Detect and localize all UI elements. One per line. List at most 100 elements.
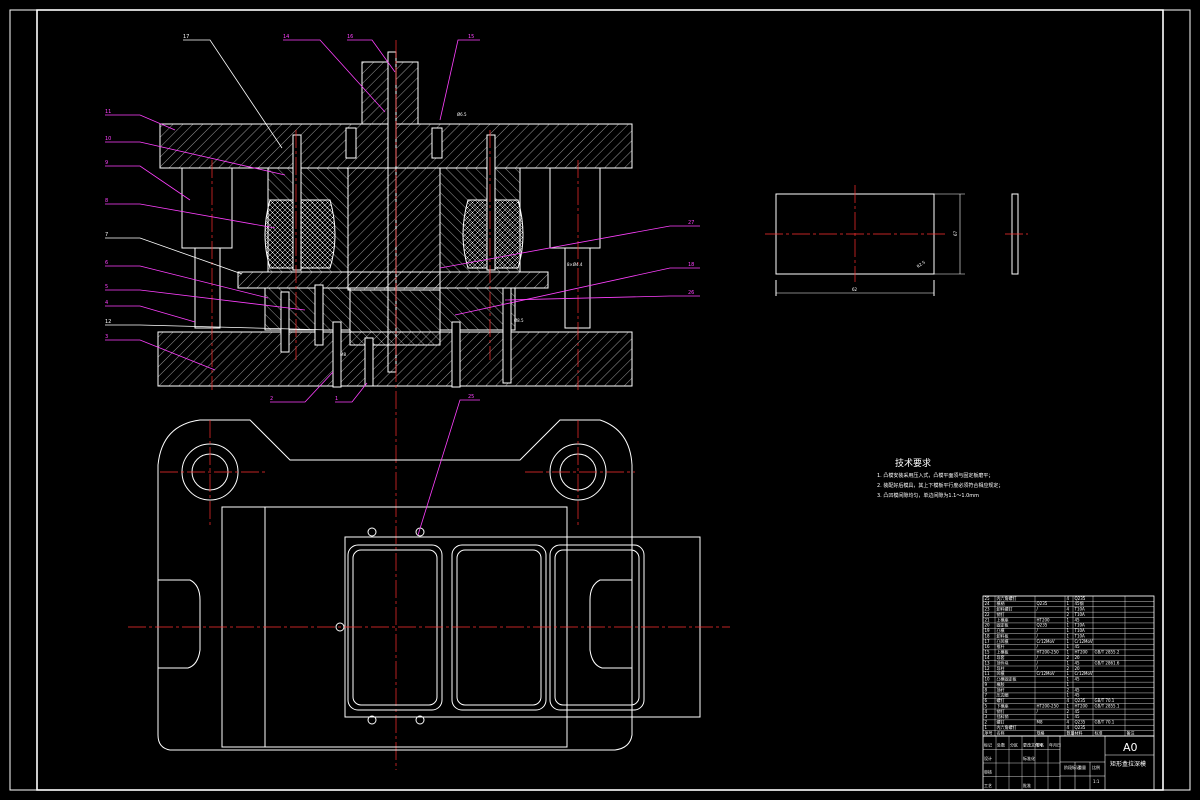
parts-cell: 45	[1075, 677, 1081, 682]
parts-cell: 20	[1075, 655, 1081, 660]
parts-cell: 13	[985, 660, 991, 665]
parts-cell: 凸模	[997, 627, 1005, 633]
parts-cell: 20	[1075, 666, 1081, 671]
callout-c10: 10	[105, 136, 111, 142]
parts-cell: 17	[985, 639, 991, 644]
parts-cell: 4	[1067, 725, 1070, 730]
parts-cell: 螺钉	[997, 697, 1005, 703]
parts-cell: 45	[1075, 714, 1081, 719]
parts-cell: 导柱	[997, 665, 1005, 671]
parts-cell: 凹模	[997, 670, 1005, 676]
leader-c27	[439, 225, 700, 269]
parts-cell: 4	[1067, 596, 1070, 601]
leader-c14	[283, 39, 386, 113]
parts-header-cell: 材料	[1075, 729, 1083, 735]
parts-cell: /	[1037, 644, 1039, 649]
blank-view	[775, 193, 1019, 296]
parts-cell: 1	[1067, 628, 1070, 633]
parts-cell: 固定板	[997, 622, 1009, 628]
parts-cell: 1	[1067, 633, 1070, 638]
tech-title: 技术要求	[895, 457, 931, 469]
callout-c3: 3	[105, 334, 108, 340]
callout-c18: 18	[688, 262, 694, 268]
parts-cell: 20	[985, 623, 991, 628]
title-block-cell: 标记	[984, 742, 992, 748]
parts-cell: 1	[1067, 623, 1070, 628]
scale-value: 1:1	[1093, 779, 1100, 784]
title-block-cell: 更改文件号	[1023, 742, 1043, 748]
callout-c15: 15	[468, 34, 474, 40]
leader-c7	[105, 237, 243, 275]
title-block: A0 矩形盒拉深模 阶段标记 重量 比例 1:1 标记处数分区更改文件号签名年月…	[982, 735, 1155, 791]
parts-cell: 1	[1067, 677, 1070, 682]
parts-cell: 12	[985, 666, 991, 671]
parts-cell: T10A	[1074, 628, 1086, 633]
leader-lines	[105, 39, 700, 536]
callout-c26: 26	[688, 290, 694, 296]
parts-cell: HT200	[1037, 617, 1051, 622]
parts-cell: 模柄	[997, 600, 1005, 606]
leader-c12	[105, 324, 331, 331]
parts-cell: 10	[985, 677, 991, 682]
title-block-cell: 批准	[1023, 782, 1031, 788]
parts-cell: 顶杆	[997, 686, 1005, 692]
callout-c25: 25	[468, 394, 474, 400]
top-view	[157, 419, 701, 751]
parts-cell: 4	[985, 709, 988, 714]
leader-c1	[335, 382, 368, 403]
parts-cell: GB/T 2855.1	[1095, 703, 1120, 708]
parts-header-cell: 数量	[1067, 729, 1075, 735]
parts-cell: 24	[985, 601, 991, 606]
callout-c7: 7	[105, 232, 108, 238]
weight-label: 重量	[1078, 764, 1086, 770]
parts-cell: 2	[1067, 655, 1070, 660]
parts-cell: GB/T 70.1	[1095, 720, 1115, 725]
parts-cell: M8	[1037, 720, 1043, 725]
callout-c12: 12	[105, 319, 111, 325]
callout-c27: 27	[688, 220, 694, 226]
parts-cell: 1	[1067, 617, 1070, 622]
parts-cell: HT200-250	[1037, 703, 1060, 708]
parts-cell: T10A	[1074, 633, 1086, 638]
callout-c11: 11	[105, 109, 111, 115]
callout-c8: 8	[105, 198, 108, 204]
parts-cell: /	[1037, 628, 1039, 633]
parts-cell: 9	[985, 682, 988, 687]
parts-cell: 销钉	[997, 611, 1005, 617]
parts-cell: T10A	[1074, 623, 1086, 628]
note-a: Ø6.5	[457, 112, 467, 117]
leader-c8	[105, 203, 276, 229]
parts-cell: Cr12MoV	[1075, 671, 1093, 676]
parts-cell: 1	[1067, 703, 1070, 708]
parts-header-cell: 规格	[1037, 729, 1045, 735]
parts-header-cell: 序号	[985, 729, 993, 735]
callout-c9: 9	[105, 160, 108, 166]
leader-c25	[417, 399, 480, 536]
parts-cell: 上模座	[997, 616, 1009, 622]
parts-cell: /	[1037, 655, 1039, 660]
parts-cell: 2	[1067, 709, 1070, 714]
title-block-cell: 分区	[1010, 742, 1018, 748]
parts-cell: 4	[1067, 698, 1070, 703]
leader-c17	[183, 39, 283, 149]
parts-cell: 11	[985, 671, 991, 676]
leader-c11	[105, 114, 176, 131]
parts-cell: /	[1037, 660, 1039, 665]
parts-cell: 1	[1067, 660, 1070, 665]
parts-cell: 45	[1075, 687, 1081, 692]
parts-cell: 4	[1067, 607, 1070, 612]
parts-cell: 凸凹模	[997, 638, 1009, 644]
parts-cell: GB/T 2855.2	[1095, 650, 1120, 655]
callout-c4: 4	[105, 300, 108, 306]
section-view	[157, 51, 633, 388]
parts-cell: 2	[1067, 666, 1070, 671]
tech-line-1: 1. 凸模安装采用压入式，凸模平面须与固定板磨平；	[877, 472, 993, 479]
technical-requirements: 技术要求 1. 凸模安装采用压入式，凸模平面须与固定板磨平； 2. 装配好后模具…	[877, 457, 1003, 499]
parts-header-cell: 备注	[1127, 729, 1135, 735]
parts-cell: 橡胶	[997, 681, 1005, 687]
parts-cell: Q235	[1075, 596, 1086, 601]
parts-cell: 凸模固定板	[997, 676, 1017, 682]
parts-cell: Cr12MoV	[1037, 639, 1055, 644]
